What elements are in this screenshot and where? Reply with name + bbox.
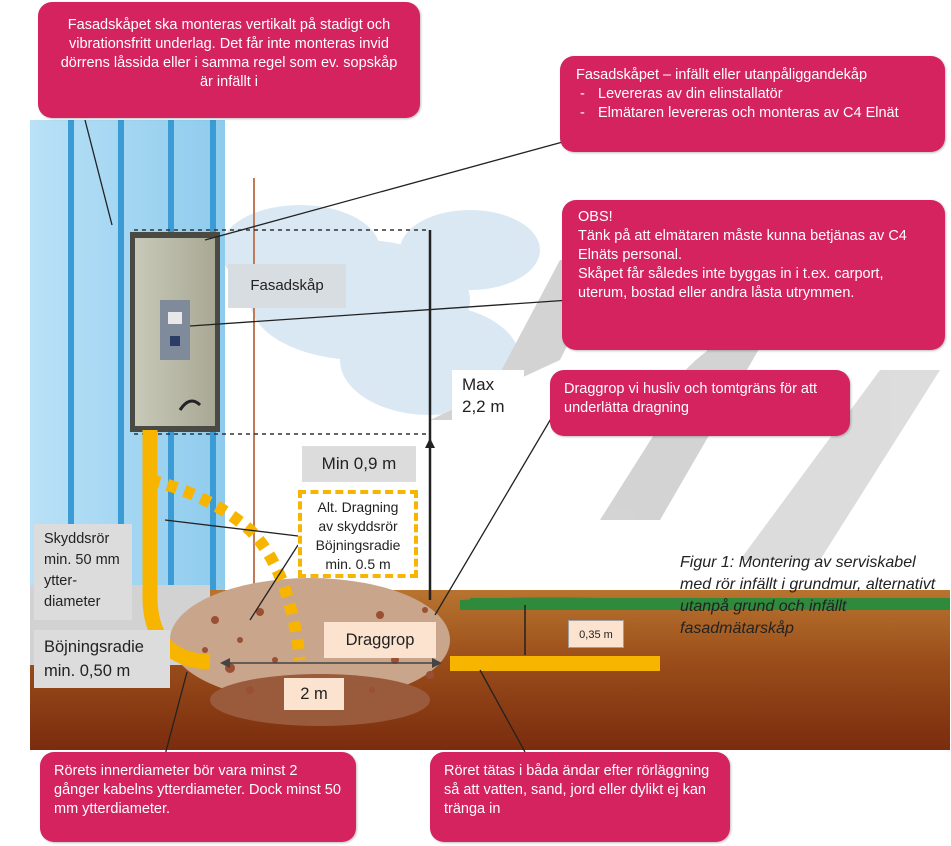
max-height-label-line: 2,2 m — [462, 397, 505, 416]
pipe-diameter-callout: Rörets innerdiameter bör vara minst 2 gå… — [40, 752, 356, 842]
draggrop-note-text: Draggrop vi husliv och tomtgräns för att… — [564, 381, 818, 416]
alt-routing-line: min. 0.5 m — [325, 556, 391, 572]
obs-line-2: Skåpet får således inte byggas in i t.ex… — [578, 266, 884, 301]
protective-pipe-line: diameter — [44, 594, 101, 610]
cabinet-type-callout: Fasadskåpet – infällt eller utanpåliggan… — [560, 56, 945, 152]
cabinet-type-item: Levereras av din elinstallatör — [576, 85, 929, 104]
leader-lines — [84, 119, 576, 756]
mounting-requirements-callout: Fasadskåpet ska monteras vertikalt på st… — [38, 2, 420, 118]
alt-routing-line: Alt. Dragning — [317, 499, 399, 515]
alt-routing-line: av skyddsrör — [318, 518, 398, 534]
height-guides — [134, 229, 430, 435]
draggrop-label-text: Draggrop — [345, 631, 415, 649]
depth-label: 0,35 m — [568, 620, 624, 648]
max-height-label-line: Max — [462, 375, 495, 394]
bend-radius-label: Böjningsradie min. 0,50 m — [34, 630, 170, 688]
protective-pipe-line: ytter- — [44, 573, 78, 589]
min-height-label: Min 0,9 m — [302, 446, 416, 482]
pipe-sealing-text: Röret tätas i båda ändar efter rörläggni… — [444, 763, 710, 817]
bend-radius-line: Böjningsradie — [44, 638, 144, 656]
depth-label-text: 0,35 m — [579, 629, 613, 641]
fasadskap-label-text: Fasadskåp — [250, 277, 324, 294]
distance-label: 2 m — [284, 678, 344, 710]
cabinet-type-item: Elmätaren levereras och monteras av C4 E… — [576, 104, 929, 123]
obs-line-1: Tänk på att elmätaren måste kunna betjän… — [578, 228, 907, 263]
draggrop-label: Draggrop — [324, 622, 436, 658]
figure-caption: Figur 1: Montering av serviskabel med rö… — [680, 552, 942, 640]
protective-pipe-line: min. 50 mm — [44, 552, 120, 568]
draggrop-note-callout: Draggrop vi husliv och tomtgräns för att… — [550, 370, 850, 436]
obs-callout: OBS! Tänk på att elmätaren måste kunna b… — [562, 200, 945, 350]
min-height-label-text: Min 0,9 m — [321, 454, 397, 473]
distance-arrow — [220, 658, 442, 668]
max-height-label: Max 2,2 m — [452, 370, 524, 426]
distance-label-text: 2 m — [300, 685, 328, 703]
fasadskap-label: Fasadskåp — [228, 264, 346, 308]
protective-pipe-line: Skyddsrör — [44, 531, 110, 547]
min-height-arrow — [425, 438, 435, 598]
cabinet-type-heading: Fasadskåpet – infällt eller utanpåliggan… — [576, 67, 868, 83]
pipe-sealing-callout: Röret tätas i båda ändar efter rörläggni… — [430, 752, 730, 842]
figure-caption-text: Figur 1: Montering av serviskabel med rö… — [680, 554, 936, 637]
mounting-requirements-text: Fasadskåpet ska monteras vertikalt på st… — [60, 17, 398, 90]
alt-routing-line: Böjningsradie — [315, 537, 401, 553]
alt-routing-label: Alt. Dragning av skyddsrör Böjningsradie… — [298, 490, 418, 578]
facade-cabinet — [130, 232, 220, 432]
bend-radius-line: min. 0,50 m — [44, 662, 131, 680]
obs-title: OBS! — [578, 209, 613, 225]
pipe-diameter-text: Rörets innerdiameter bör vara minst 2 gå… — [54, 763, 341, 817]
protective-pipe-label: Skyddsrör min. 50 mm ytter- diameter — [34, 524, 132, 620]
